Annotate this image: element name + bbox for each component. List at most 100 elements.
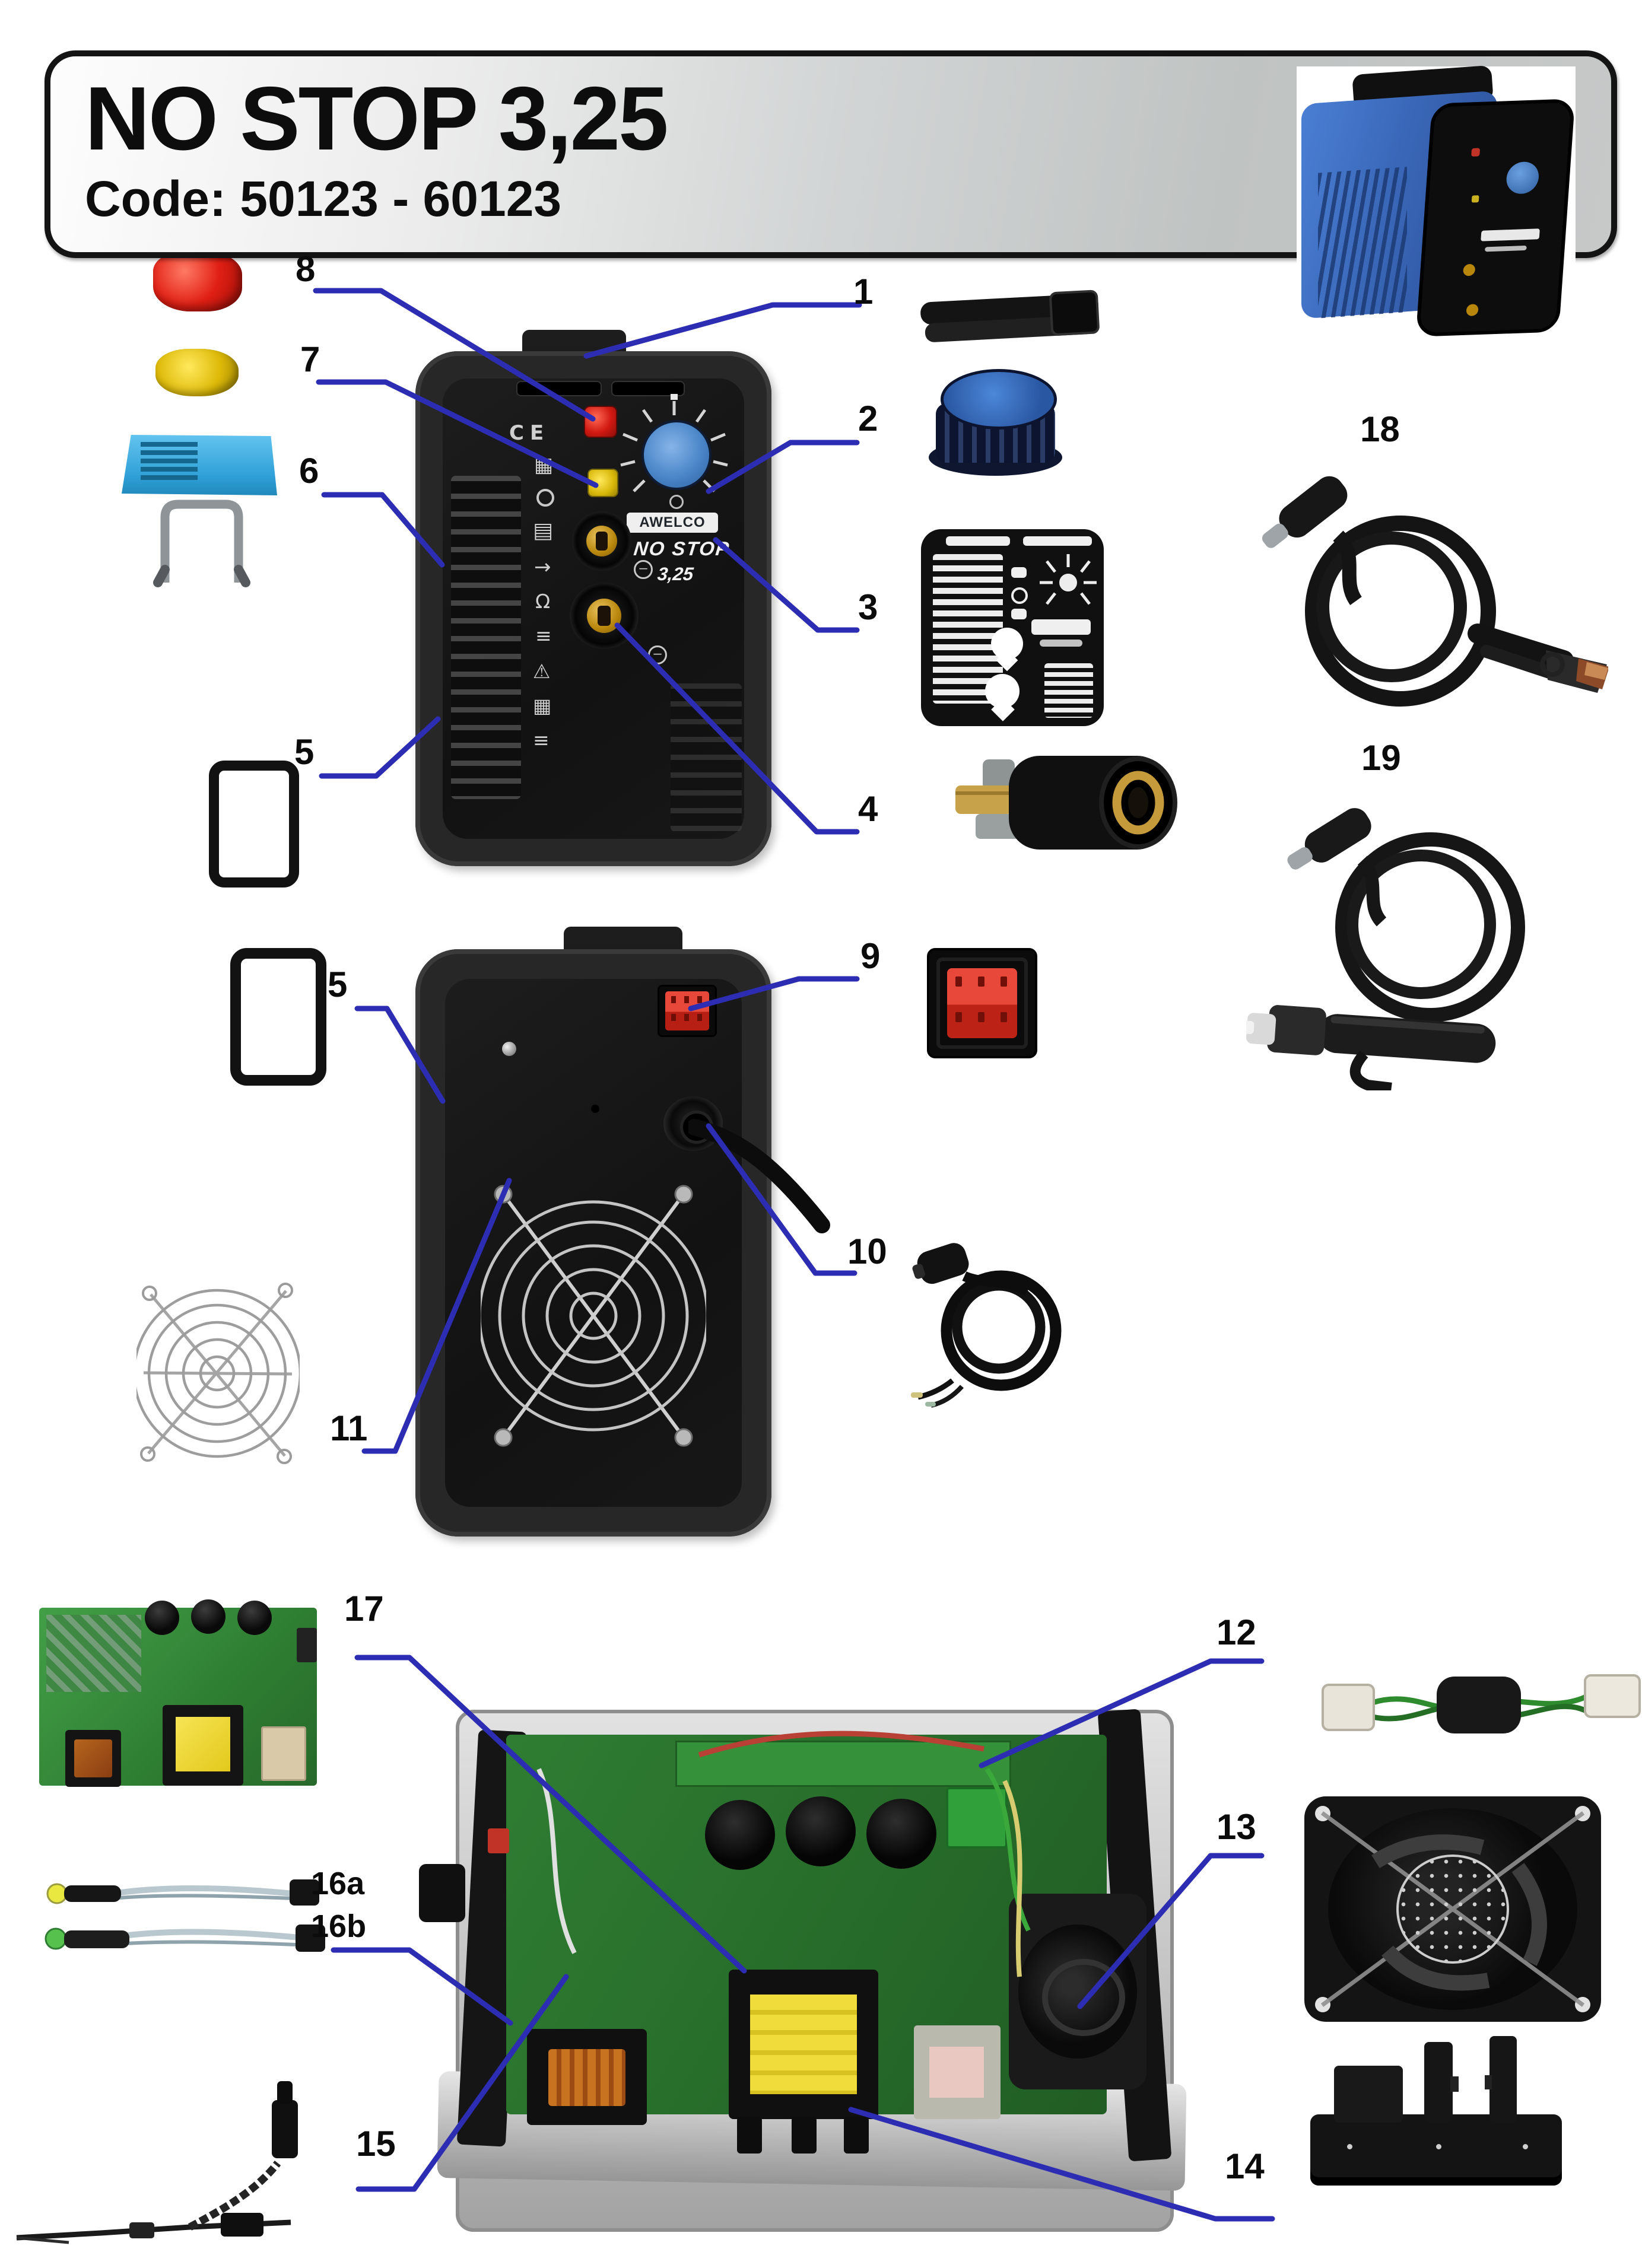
plate-knob-ticks <box>1040 554 1097 605</box>
part-earth-clamp-cable <box>1262 476 1608 707</box>
machine-side-vents <box>1318 167 1407 319</box>
front-vents-right <box>671 683 742 832</box>
brand-logo-text: AWELCO <box>639 514 706 530</box>
minus-symbol-icon: – <box>634 560 653 579</box>
bars-icon: ≡ <box>533 729 550 752</box>
part-label-19: 19 <box>1361 738 1401 778</box>
front-view-case: CE ▦ ▤ → Ω ≡ ⚠ ▦ ≡ AWELCO N <box>415 351 771 866</box>
part-label-2: 2 <box>858 399 878 438</box>
part-label-10: 10 <box>847 1232 887 1271</box>
machine-red-led-icon <box>1471 148 1481 157</box>
part-label-5b: 5 <box>328 965 348 1004</box>
warning-icon: ⚠ <box>533 660 551 683</box>
power-dot-icon <box>669 495 684 509</box>
yellow-led-window <box>587 469 618 497</box>
part-label-13: 13 <box>1217 1807 1256 1847</box>
capacitor <box>866 1799 936 1869</box>
blue-panel-slots <box>141 442 198 481</box>
red-led-window <box>584 406 617 438</box>
part-internal-cable <box>16 2081 298 2244</box>
pcb-capacitor <box>191 1599 226 1634</box>
part-label-6: 6 <box>299 451 319 491</box>
transformer-foot <box>737 2117 762 2154</box>
part-label-4: 4 <box>858 789 878 829</box>
machine-front-panel <box>1415 98 1576 337</box>
part-terminal-support <box>1310 2036 1571 2193</box>
product-code: Code: 50123 - 60123 <box>85 171 562 227</box>
panel-screw <box>502 1042 516 1056</box>
ring-icon <box>536 489 554 507</box>
socket-brass-insert <box>587 599 621 633</box>
top-vent-slot <box>611 381 685 396</box>
pcb-heatsink-area <box>46 1615 141 1692</box>
panel-knob <box>641 420 712 490</box>
part-label-8: 8 <box>296 249 316 289</box>
machine-logo-bar <box>1481 228 1540 241</box>
minus-symbol-icon: – <box>648 645 667 664</box>
machine-photo <box>1297 65 1576 337</box>
grid-icon: ▦ <box>533 694 552 717</box>
rear-power-switch <box>658 985 717 1037</box>
socket-brass-insert <box>586 526 617 556</box>
part-label-15: 15 <box>356 2124 396 2164</box>
part-rear-gasket <box>230 948 326 1086</box>
part-yellow-lens <box>155 349 239 396</box>
machine-socket-icon <box>1466 304 1479 316</box>
machine-text-bar <box>1484 245 1527 252</box>
machine-yellow-led-icon <box>1471 195 1479 203</box>
part-fan <box>1304 1796 1601 2022</box>
part-label-14: 14 <box>1225 2146 1265 2186</box>
brand-logo-plate: AWELCO <box>627 513 718 533</box>
part-label-16a: 16a <box>311 1866 365 1901</box>
part-label-12: 12 <box>1217 1612 1256 1652</box>
switch-red-rocker <box>665 991 709 1030</box>
strap-buckle <box>1049 290 1100 336</box>
part-label-1: 1 <box>853 272 874 311</box>
main-transformer <box>729 1970 878 2119</box>
part-blue-panel <box>122 435 277 495</box>
pcb-capacitor <box>237 1601 272 1635</box>
pcb-capacitor <box>145 1601 179 1635</box>
part-label-18: 18 <box>1360 409 1400 449</box>
part-label-17: 17 <box>344 1589 384 1628</box>
output-block <box>914 2025 1001 2119</box>
part-carry-strap <box>920 290 1101 350</box>
part-knob <box>929 369 1062 482</box>
dinse-socket-lower <box>570 583 639 649</box>
part-handle-bracket <box>153 500 250 587</box>
pcb-inductor <box>65 1730 121 1787</box>
panel-hole <box>591 1105 599 1113</box>
pcb-transformer <box>163 1705 243 1786</box>
plate-vents-right <box>1044 663 1093 718</box>
model-name-text: NO STOP <box>633 537 731 559</box>
part-label-3: 3 <box>858 587 878 627</box>
pcb-relay <box>261 1726 306 1781</box>
knob-top-face <box>941 369 1057 430</box>
part-label-5a: 5 <box>294 732 315 772</box>
socket-slot <box>598 606 611 626</box>
part-led-wire-16b <box>45 1925 325 1952</box>
battery-icon: ▦ <box>534 453 554 477</box>
dinse-socket-upper <box>572 511 631 571</box>
socket-slot <box>596 532 608 551</box>
internal-chassis-view <box>419 1698 1187 2244</box>
top-vent-slot <box>516 381 602 396</box>
machine-knob-icon <box>1505 161 1540 195</box>
part-front-label-plate <box>921 529 1104 726</box>
page-title: NO STOP 3,25 <box>85 68 669 169</box>
rear-fan-grill <box>481 1185 706 1447</box>
rocker-red-face <box>947 968 1017 1038</box>
arrow-icon: → <box>534 555 551 579</box>
part-pcb-board <box>28 1589 325 1796</box>
model-size-text: 3,25 <box>656 564 695 584</box>
part-electrode-holder-cable <box>1246 808 1525 1090</box>
part-label-7: 7 <box>300 339 320 379</box>
part-mains-cable <box>911 1243 1062 1408</box>
leader-1 <box>583 302 862 359</box>
omega-icon: Ω <box>535 590 551 613</box>
fan-center-label <box>1396 1855 1509 1964</box>
part-red-lens <box>153 252 242 311</box>
part-led-wire-16a <box>46 1879 319 1906</box>
ce-mark-label: CE <box>509 421 550 445</box>
